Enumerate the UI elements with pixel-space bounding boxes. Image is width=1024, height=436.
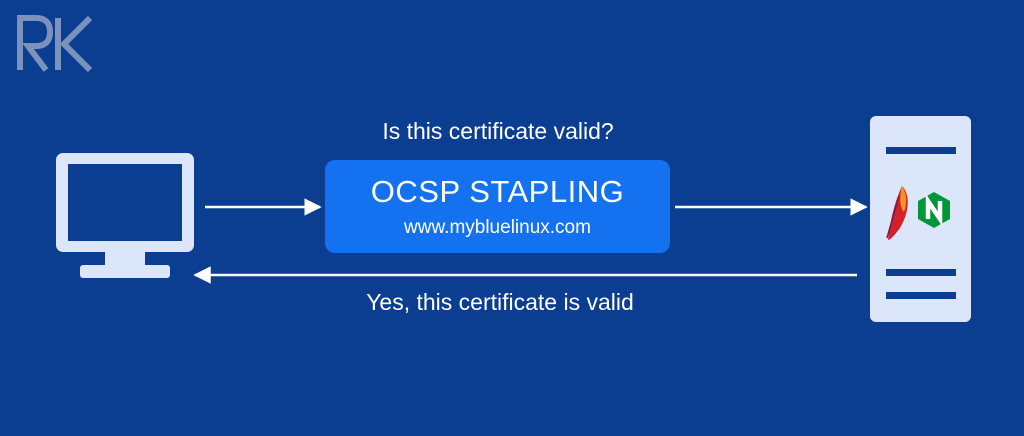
apache-feather-icon (886, 186, 908, 240)
ocsp-stapling-box (325, 160, 670, 253)
question-label: Is this certificate valid? (382, 118, 614, 144)
ocsp-url: www.mybluelinux.com (404, 217, 591, 238)
rk-logo (17, 15, 93, 72)
monitor-icon (56, 153, 194, 278)
ocsp-title: OCSP STAPLING (370, 174, 625, 209)
nginx-icon (918, 192, 950, 228)
answer-label: Yes, this certificate is valid (366, 289, 634, 315)
server-icon (870, 116, 971, 322)
